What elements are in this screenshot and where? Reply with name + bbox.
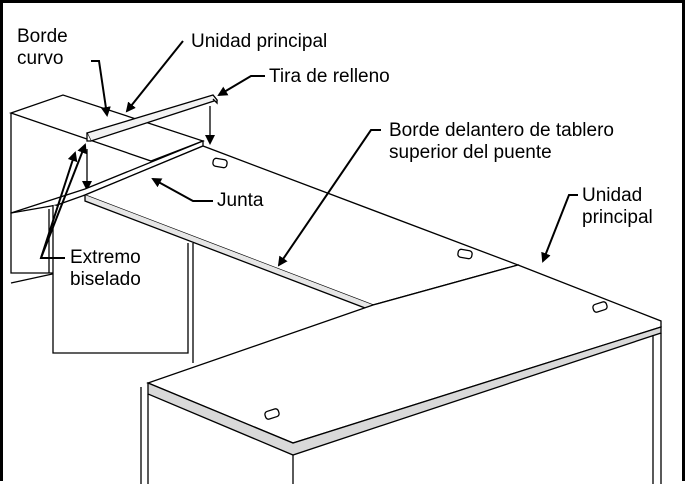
pointer-tira: [217, 75, 265, 97]
label-extremo-biselado: Extremo biselado: [70, 247, 141, 290]
pointer-unidad-left: [125, 40, 184, 113]
pointer-lines: [39, 40, 578, 267]
desk-assembly-drawing: [9, 40, 662, 484]
label-junta: Junta: [217, 190, 264, 211]
front-right-unit: [140, 264, 662, 484]
label-borde-delantero: Borde delantero de tablero superior del …: [389, 120, 614, 163]
pointer-junta: [151, 178, 213, 202]
pointer-borde-curvo: [91, 60, 111, 117]
label-unidad-principal-right: Unidad principal: [582, 185, 653, 228]
label-unidad-principal-left: Unidad principal: [191, 31, 328, 52]
label-borde-curvo: Borde curvo: [17, 26, 68, 69]
pointer-extremo-2: [40, 143, 87, 259]
pointer-borde-delantero: [277, 129, 381, 267]
pointer-unidad-right: [541, 194, 578, 263]
label-tira-de-relleno: Tira de relleno: [269, 66, 390, 87]
filler-strip: [82, 94, 219, 191]
